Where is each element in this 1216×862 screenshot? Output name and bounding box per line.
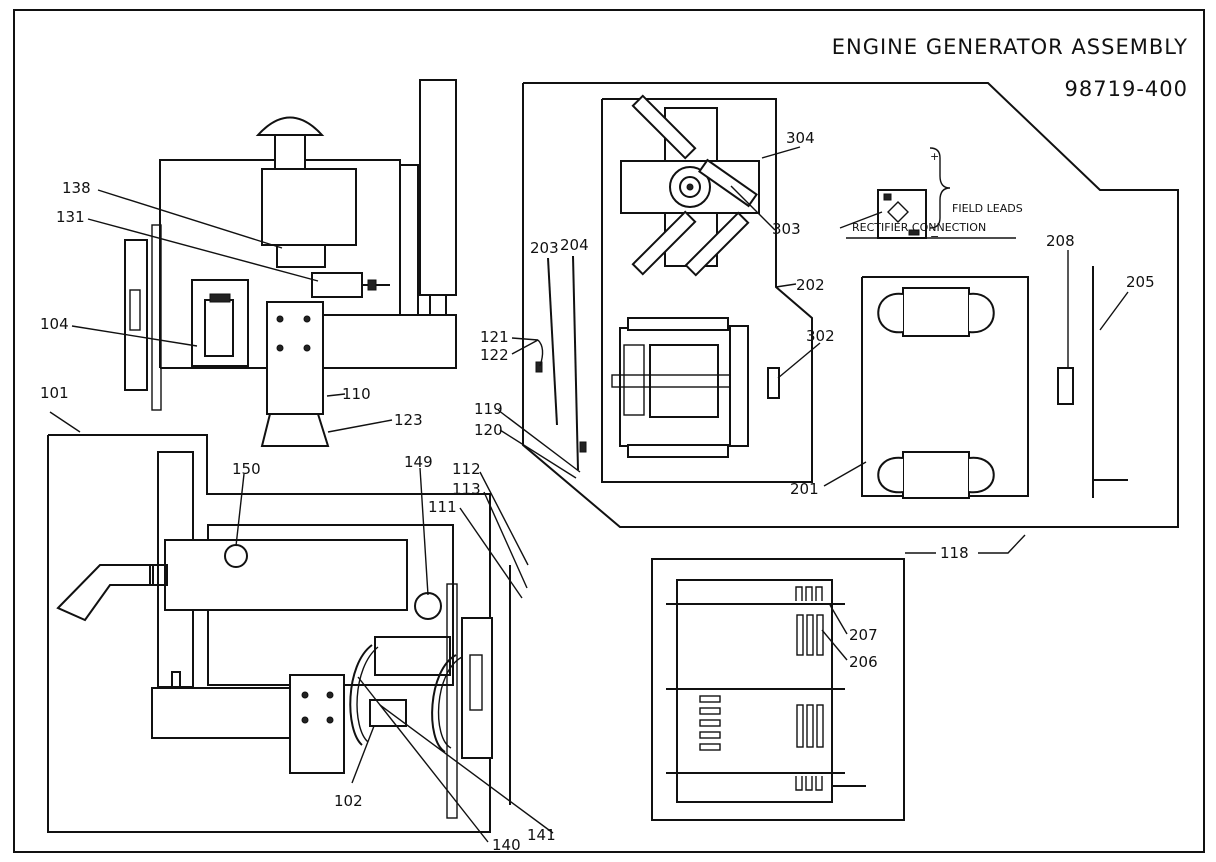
drawing-border bbox=[13, 9, 1205, 853]
callout-131: 131 bbox=[56, 208, 85, 226]
callout-120: 120 bbox=[474, 421, 503, 439]
callout-102: 102 bbox=[334, 792, 363, 810]
callout-304: 304 bbox=[786, 129, 815, 147]
callout-208: 208 bbox=[1046, 232, 1075, 250]
callout-302: 302 bbox=[806, 327, 835, 345]
callout-111: 111 bbox=[428, 498, 457, 516]
drawing-part-number: 98719-400 bbox=[1065, 77, 1188, 101]
generator-assembly bbox=[522, 82, 1179, 528]
callout-205: 205 bbox=[1126, 273, 1155, 291]
callout-141: 141 bbox=[527, 826, 556, 844]
callout-207: 207 bbox=[849, 626, 878, 644]
control-panel-assembly bbox=[651, 558, 905, 821]
callout-113: 113 bbox=[452, 480, 481, 498]
callout-121: 121 bbox=[480, 328, 509, 346]
callout-202: 202 bbox=[796, 276, 825, 294]
callout-140: 140 bbox=[492, 836, 521, 854]
callout-203: 203 bbox=[530, 239, 559, 257]
note-field-leads: FIELD LEADS bbox=[952, 202, 1023, 215]
note-plus: + bbox=[930, 150, 939, 163]
callout-112: 112 bbox=[452, 460, 481, 478]
note-minus: − bbox=[930, 230, 939, 243]
callout-206: 206 bbox=[849, 653, 878, 671]
drawing-title: ENGINE GENERATOR ASSEMBLY bbox=[832, 35, 1188, 59]
callout-204: 204 bbox=[560, 236, 589, 254]
callout-119: 119 bbox=[474, 400, 503, 418]
callout-149: 149 bbox=[404, 453, 433, 471]
callout-104: 104 bbox=[40, 315, 69, 333]
note-rectifier-connection: RECTIFIER CONNECTION bbox=[852, 221, 986, 234]
callout-138: 138 bbox=[62, 179, 91, 197]
callout-101: 101 bbox=[40, 384, 69, 402]
engine-assembly-upper bbox=[124, 79, 457, 447]
callout-303: 303 bbox=[772, 220, 801, 238]
callout-labels: 138 131 104 101 110 123 150 149 102 140 … bbox=[40, 129, 1155, 854]
callout-123: 123 bbox=[394, 411, 423, 429]
engine-assembly-lower bbox=[47, 434, 511, 833]
callout-150: 150 bbox=[232, 460, 261, 478]
leader-lines bbox=[49, 146, 1129, 843]
callout-110: 110 bbox=[342, 385, 371, 403]
callout-118: 118 bbox=[940, 544, 969, 562]
callout-201: 201 bbox=[790, 480, 819, 498]
callout-122: 122 bbox=[480, 346, 509, 364]
